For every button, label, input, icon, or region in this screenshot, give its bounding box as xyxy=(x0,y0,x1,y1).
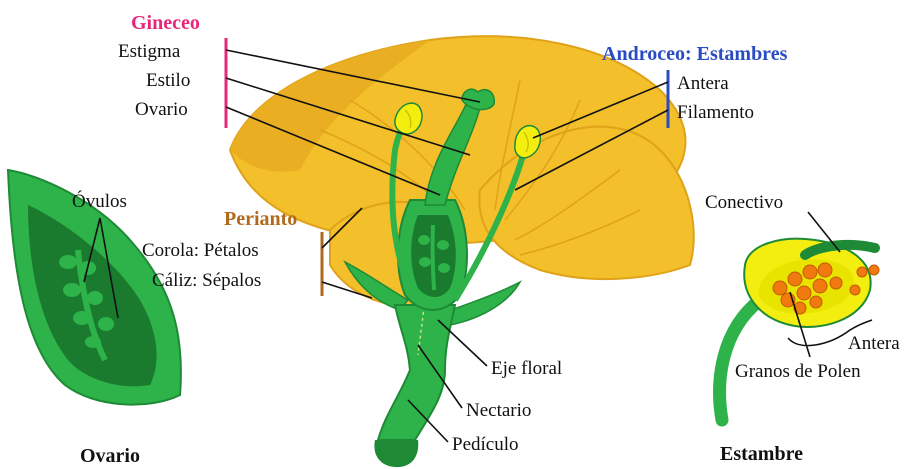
label-caliz: Cáliz: Sépalos xyxy=(152,270,261,291)
label-conectivo: Conectivo xyxy=(705,192,783,213)
label-filamento: Filamento xyxy=(677,102,754,123)
label-nectario: Nectario xyxy=(466,400,531,421)
label-ovario: Ovario xyxy=(135,99,188,120)
perianto-title: Perianto xyxy=(224,208,297,230)
label-antera: Antera xyxy=(677,73,729,94)
label-ovulos: Óvulos xyxy=(72,190,127,212)
label-estigma: Estigma xyxy=(118,41,181,62)
stamen-illustration xyxy=(720,239,879,420)
label-estilo: Estilo xyxy=(146,70,190,91)
gineceo-title: Gineceo xyxy=(131,12,200,34)
label-corola: Corola: Pétalos xyxy=(142,240,259,261)
label-pediculo: Pedículo xyxy=(452,434,519,455)
androceo-title: Androceo: Estambres xyxy=(602,43,788,65)
caption-ovario: Ovario xyxy=(80,445,140,467)
label-eje-floral: Eje floral xyxy=(491,358,562,379)
label-antera-detail: Antera xyxy=(848,333,900,354)
caption-estambre: Estambre xyxy=(720,443,803,465)
label-granos-polen: Granos de Polen xyxy=(735,361,861,382)
